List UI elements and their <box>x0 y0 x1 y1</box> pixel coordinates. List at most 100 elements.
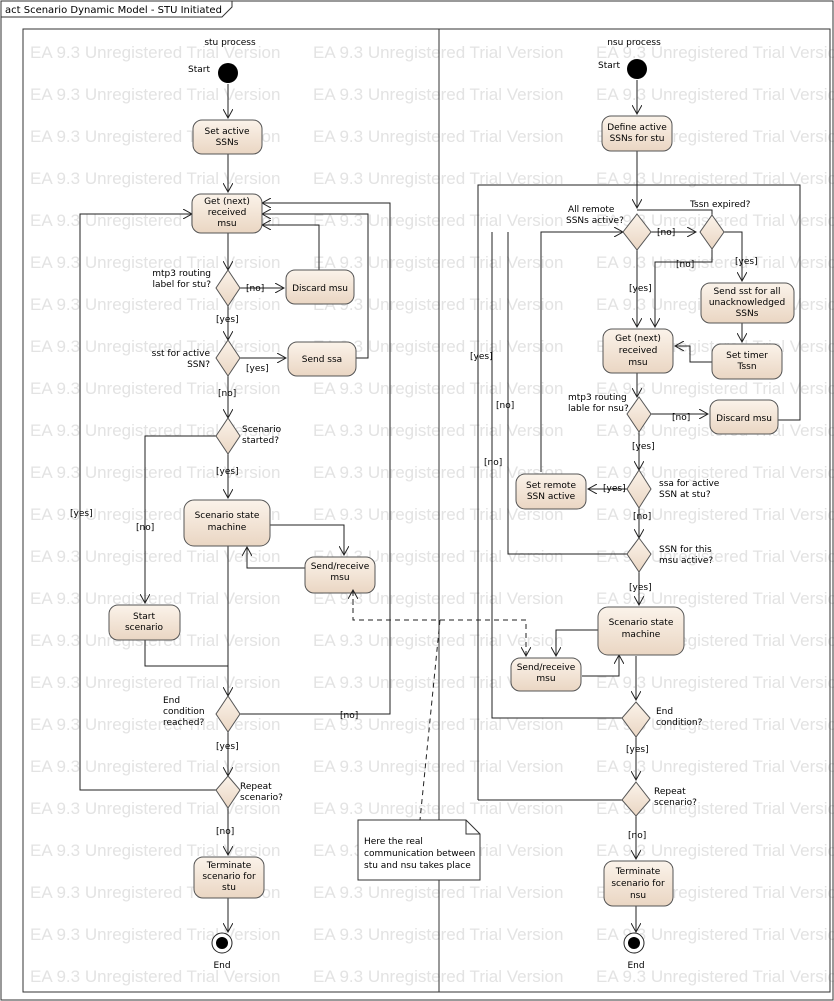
watermark-text: EA 9.3 Unregistered Trial Version <box>313 799 563 818</box>
watermark-text: EA 9.3 Unregistered Trial Version <box>30 715 280 734</box>
watermark-text: EA 9.3 Unregistered Trial Version <box>313 925 563 944</box>
watermark-text: EA 9.3 Unregistered Trial Version <box>30 799 280 818</box>
stu-end-label-text: End <box>213 961 230 971</box>
guard-yes: [yes] <box>246 364 269 374</box>
lane-nsu <box>438 28 831 993</box>
watermark-text: EA 9.3 Unregistered Trial Version <box>596 85 834 104</box>
nsu-start-node <box>627 59 647 79</box>
watermark-text: EA 9.3 Unregistered Trial Version <box>30 43 280 62</box>
stu-discard-msu: Discard msu <box>285 269 355 305</box>
watermark-text: EA 9.3 Unregistered Trial Version <box>313 757 563 776</box>
watermark-text: EA 9.3 Unregistered Trial Version <box>313 379 563 398</box>
guard-yes: [yes] <box>632 442 655 452</box>
guard-no: [no] <box>496 401 514 411</box>
watermark-text: EA 9.3 Unregistered Trial Version <box>313 589 563 608</box>
watermark-text: EA 9.3 Unregistered Trial Version <box>30 337 280 356</box>
watermark-text: EA 9.3 Unregistered Trial Version <box>30 547 280 566</box>
stu-start-node <box>218 63 238 83</box>
stu-edges <box>79 84 391 932</box>
nsu-edges <box>353 80 801 932</box>
lane-nsu-label: nsu process <box>607 38 661 48</box>
watermark-text: EA 9.3 Unregistered Trial Version <box>313 463 563 482</box>
watermark-text: EA 9.3 Unregistered Trial Version <box>596 547 834 566</box>
stu-send-ssa: Send ssa <box>287 341 357 377</box>
nsu-discard-msu: Discard msu <box>709 399 779 435</box>
watermark-text: EA 9.3 Unregistered Trial Version <box>596 925 834 944</box>
watermark-text: EA 9.3 Unregistered Trial Version <box>30 757 280 776</box>
guard-yes: [yes] <box>216 467 239 477</box>
guard-no: [no] <box>136 523 154 533</box>
watermark-text: EA 9.3 Unregistered Trial Version <box>313 673 563 692</box>
nsu-ssa-decision <box>626 469 652 509</box>
watermark-text: EA 9.3 Unregistered Trial Version <box>596 253 834 272</box>
guard-no: [no] <box>657 228 675 238</box>
watermark-text: EA 9.3 Unregistered Trial Version <box>30 589 280 608</box>
nsu-routing-decision <box>626 396 652 433</box>
guard-no: [no] <box>216 827 234 837</box>
watermark-text: EA 9.3 Unregistered Trial Version <box>596 505 834 524</box>
watermark-text: EA 9.3 Unregistered Trial Version <box>596 169 834 188</box>
guard-no: [no] <box>672 413 690 423</box>
watermark-text: EA 9.3 Unregistered Trial Version <box>313 715 563 734</box>
frame-title-tab <box>1 1 233 18</box>
guard-no: [no] <box>633 512 651 522</box>
watermark-text: EA 9.3 Unregistered Trial Version <box>313 253 563 272</box>
frame-title: act Scenario Dynamic Model - STU Initiat… <box>5 5 222 16</box>
watermark-text: EA 9.3 Unregistered Trial Version <box>596 799 834 818</box>
nsu-repeat-decision <box>621 781 651 817</box>
guard-no: [no] <box>676 260 694 270</box>
stu-guards: [no] [yes] [yes] [no] [yes] [no] [yes] [… <box>70 284 358 837</box>
watermark-text: EA 9.3 Unregistered Trial Version <box>30 169 280 188</box>
nsu-end-node <box>623 932 645 954</box>
watermark-text: EA 9.3 Unregistered Trial Version <box>596 589 834 608</box>
watermark-text: EA 9.3 Unregistered Trial Version <box>596 967 834 986</box>
guard-no: [no] <box>628 831 646 841</box>
watermark-text: EA 9.3 Unregistered Trial Version <box>313 883 563 902</box>
watermark-text: EA 9.3 Unregistered Trial Version <box>313 337 563 356</box>
watermark-text: EA 9.3 Unregistered Trial Version <box>313 127 563 146</box>
watermark-text: EA 9.3 Unregistered Trial Version <box>313 211 563 230</box>
guard-yes: [yes] <box>216 315 239 325</box>
watermark-text: EA 9.3 Unregistered Trial Version <box>313 43 563 62</box>
watermark-text: EA 9.3 Unregistered Trial Version <box>313 967 563 986</box>
nsu-tssn-label: Tssn expired? <box>689 200 751 210</box>
line: Set active <box>205 127 250 137</box>
nsu-ssn-active-decision <box>626 537 652 573</box>
guard-yes: [yes] <box>603 484 626 494</box>
watermark-text: EA 9.3 Unregistered Trial Version <box>596 673 834 692</box>
guard-yes: [yes] <box>629 284 652 294</box>
watermark-text: EA 9.3 Unregistered Trial Version <box>30 925 280 944</box>
watermark-text: EA 9.3 Unregistered Trial Version <box>313 85 563 104</box>
watermark-text: EA 9.3 Unregistered Trial Version <box>313 547 563 566</box>
stu-sst-decision <box>215 339 241 377</box>
stu-repeat-decision <box>215 775 241 809</box>
guard-yes: [yes] <box>470 352 493 362</box>
